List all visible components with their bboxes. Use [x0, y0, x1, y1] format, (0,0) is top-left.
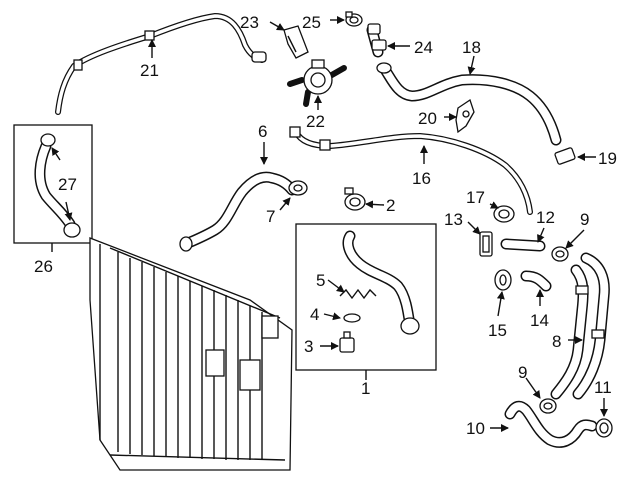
- callout-25: 25: [302, 13, 321, 32]
- callout-6: 6: [258, 122, 267, 141]
- part-2-clamp: [344, 187, 366, 211]
- part-15-clamp: [494, 269, 512, 291]
- part-25-clamp: [345, 11, 363, 27]
- callout-3: 3: [304, 337, 313, 356]
- part-6-hose: [179, 171, 298, 252]
- callout-8: 8: [552, 332, 561, 351]
- leader-lines: [51, 16, 608, 432]
- part-20-bracket: [455, 98, 475, 134]
- callout-20: 20: [418, 109, 437, 128]
- part-7-clamp: [288, 180, 308, 196]
- callout-5: 5: [316, 271, 325, 290]
- callout-1: 1: [361, 379, 370, 398]
- callout-21: 21: [140, 61, 159, 80]
- callout-22: 22: [306, 112, 325, 131]
- part-11-clamp: [595, 418, 613, 438]
- part-26-box: [13, 124, 93, 244]
- part-16-tube: [289, 126, 533, 215]
- part-21-tube: [55, 13, 267, 115]
- callout-19: 19: [598, 149, 617, 168]
- part-8-pipes: [550, 252, 610, 400]
- part-22-valve: [287, 59, 347, 107]
- callout-15: 15: [488, 321, 507, 340]
- part-1-assembly-box: [295, 223, 437, 371]
- callout-26: 26: [34, 257, 53, 276]
- part-19-clip: [554, 147, 576, 165]
- radiator-fins: [117, 252, 263, 460]
- part-10-hose: [504, 400, 598, 448]
- callout-16: 16: [412, 169, 431, 188]
- callout-10: 10: [466, 419, 485, 438]
- part-9-lower-clamp: [539, 398, 557, 414]
- callout-18: 18: [462, 38, 481, 57]
- part-24-connector: [366, 23, 387, 58]
- callout-24: 24: [414, 38, 433, 57]
- callout-17: 17: [466, 188, 485, 207]
- callout-12: 12: [536, 208, 555, 227]
- callout-9-lower: 9: [518, 363, 527, 382]
- callout-11: 11: [594, 378, 612, 397]
- callout-23: 23: [240, 13, 259, 32]
- callout-27: 27: [58, 175, 77, 194]
- callout-2: 2: [386, 196, 395, 215]
- callout-9-upper: 9: [580, 210, 589, 229]
- part-13-clip: [479, 231, 493, 257]
- part-9-upper-clamp: [551, 246, 569, 262]
- callout-4: 4: [310, 305, 319, 324]
- part-18-hose: [376, 62, 562, 146]
- callout-7: 7: [266, 207, 275, 226]
- radiator: [89, 237, 293, 471]
- part-12-hose: [500, 238, 546, 252]
- callout-13: 13: [444, 210, 463, 229]
- part-23-bracket: [283, 25, 309, 59]
- callout-labels: 21 23 25 24 18 22 20 19 16 6 7 2 17 13 1…: [34, 13, 617, 438]
- callout-14: 14: [530, 311, 549, 330]
- part-17-clamp: [493, 205, 515, 223]
- part-14-hose: [520, 270, 552, 292]
